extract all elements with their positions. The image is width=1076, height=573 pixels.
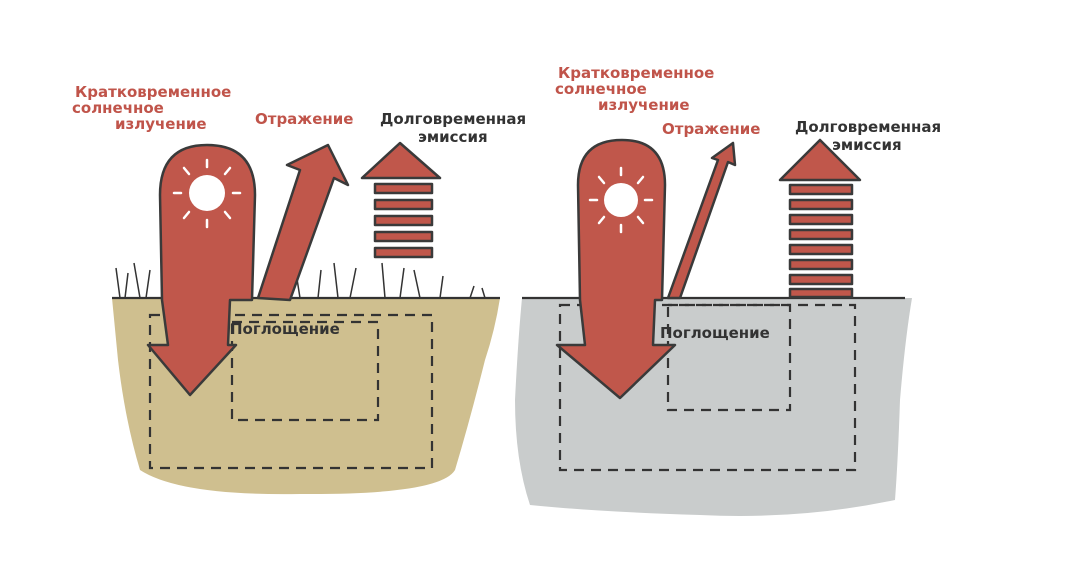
absorption-outer-path <box>148 313 434 470</box>
shortwave-radiation-arrow <box>146 143 257 397</box>
left-panel: Кратковременное солнечное излучение Отра… <box>72 83 526 495</box>
sun-rays <box>172 158 242 229</box>
right-panel: Кратковременное солнечное излучение Отра… <box>515 64 941 516</box>
emission-label-line1: Долговременная <box>795 118 941 136</box>
shortwave-label-line1: Кратковременное <box>558 64 714 82</box>
reflection-arrow <box>666 141 737 300</box>
sun-icon <box>189 175 225 211</box>
shortwave-label-line2: солнечное <box>72 99 164 117</box>
reflection-label: Отражение <box>255 110 353 128</box>
shortwave-radiation-arrow <box>555 138 677 400</box>
absorption-outer-path <box>558 303 857 472</box>
absorption-inner-path <box>666 303 792 412</box>
emission-label-line2: эмиссия <box>832 136 902 154</box>
reflection-label: Отражение <box>662 120 760 138</box>
longwave-emission-arrow <box>360 141 442 259</box>
shortwave-label-line1: Кратковременное <box>75 83 231 101</box>
shortwave-label-line2: солнечное <box>555 80 647 98</box>
emission-label-line1: Долговременная <box>380 110 526 128</box>
absorption-label: Поглощение <box>660 324 770 342</box>
sun-icon <box>604 183 638 217</box>
shortwave-label-line3: излучение <box>598 96 690 114</box>
longwave-emission-arrow <box>778 138 862 299</box>
absorption-label: Поглощение <box>230 320 340 338</box>
reflection-arrow <box>256 143 350 302</box>
sun-rays <box>588 166 654 234</box>
shortwave-label-line3: излучение <box>115 115 207 133</box>
absorption-inner-path <box>230 320 380 422</box>
emission-label-line2: эмиссия <box>418 128 488 146</box>
